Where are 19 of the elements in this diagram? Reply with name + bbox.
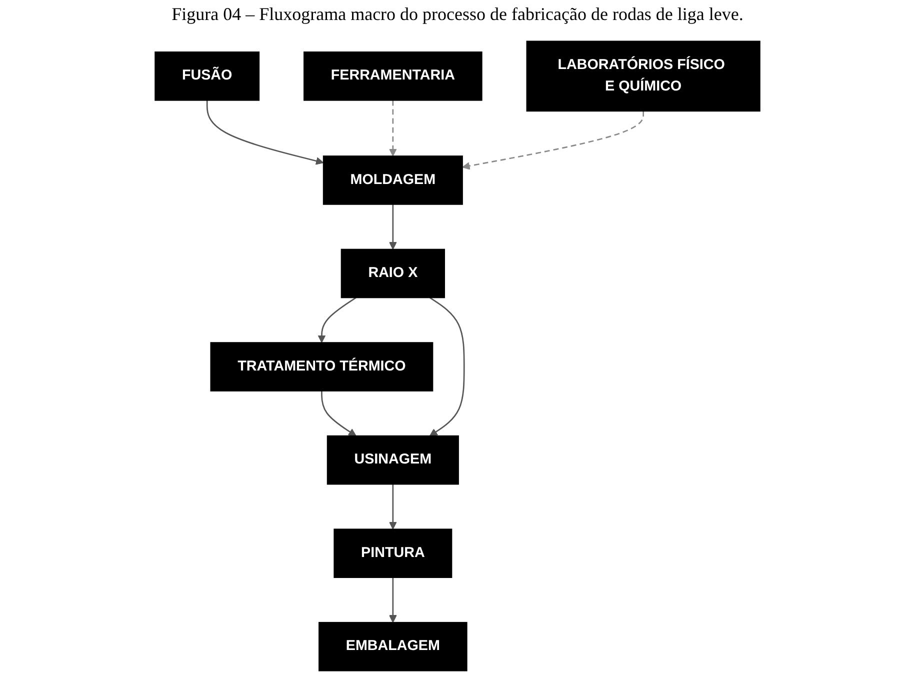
arrow	[206, 100, 324, 165]
arrow	[321, 390, 356, 436]
node-box: MOLDAGEM	[322, 156, 463, 205]
arrow	[388, 204, 397, 250]
node-box: FUSÃO	[154, 52, 260, 101]
node-box: RAIO X	[340, 248, 445, 298]
node-box: USINAGEM	[326, 435, 459, 485]
node-box: LABORATÓRIOS FÍSICO E QUÍMICO	[526, 40, 760, 112]
arrow	[388, 100, 397, 156]
figure-title: Figura 04 – Fluxograma macro do processo de fabricação de rodas de liga leve.	[170, 3, 744, 26]
arrow	[430, 297, 465, 436]
arrow	[318, 297, 356, 343]
node-box: FERRAMENTARIA	[304, 52, 482, 101]
node-box: PINTURA	[334, 528, 452, 578]
arrow	[388, 484, 397, 530]
arrow	[388, 578, 397, 623]
node-box: EMBALAGEM	[318, 622, 468, 672]
arrow	[462, 111, 644, 170]
node-box: TRATAMENTO TÉRMICO	[210, 342, 434, 392]
